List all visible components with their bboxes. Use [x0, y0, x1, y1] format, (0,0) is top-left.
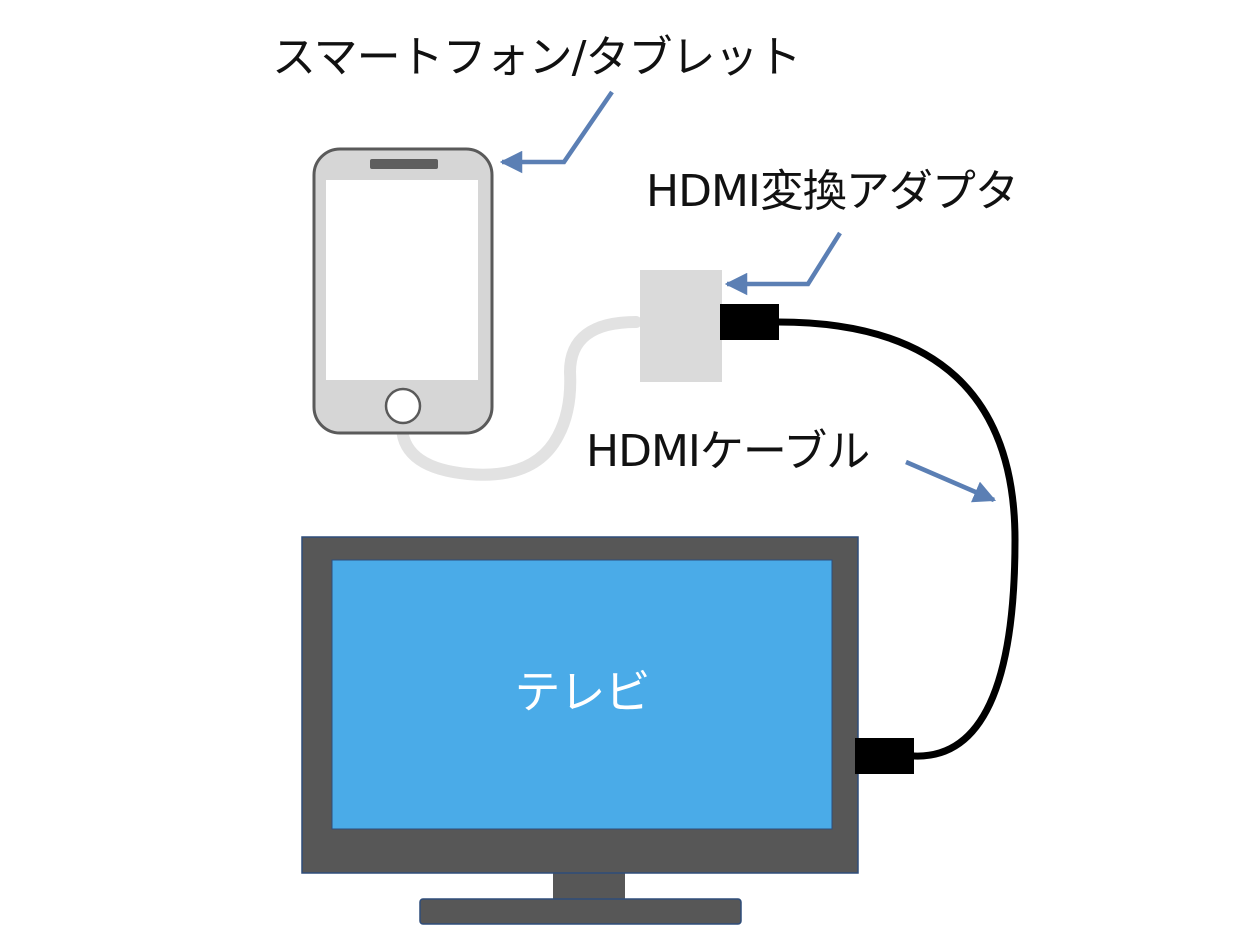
- television: [301, 536, 859, 925]
- hdmi-connector-tv-side: [855, 738, 914, 774]
- hdmi-adapter: [640, 270, 722, 382]
- arrow-to-adapter: [724, 231, 842, 296]
- smartphone: [312, 147, 494, 435]
- hdmi-connector-adapter-side: [720, 304, 779, 340]
- arrow-to-phone: [499, 90, 614, 174]
- hdmi-cable: [774, 318, 1019, 760]
- lightning-cable: [396, 316, 642, 481]
- hdmi-adapter-label: HDMI変換アダプタ: [646, 166, 1019, 217]
- tv-stand-base: [419, 898, 742, 925]
- hdmi-cable-label: HDMIケーブル: [586, 426, 870, 477]
- tv-stand-neck: [553, 871, 625, 901]
- phone-home-button: [384, 387, 422, 425]
- arrow-to-cable: [905, 459, 997, 503]
- tv-label: テレビ: [514, 665, 651, 719]
- phone-screen: [326, 180, 478, 380]
- phone-speaker: [370, 159, 438, 169]
- smartphone-tablet-label: スマートフォン/タブレット: [272, 32, 802, 83]
- tv-screen: [331, 559, 833, 830]
